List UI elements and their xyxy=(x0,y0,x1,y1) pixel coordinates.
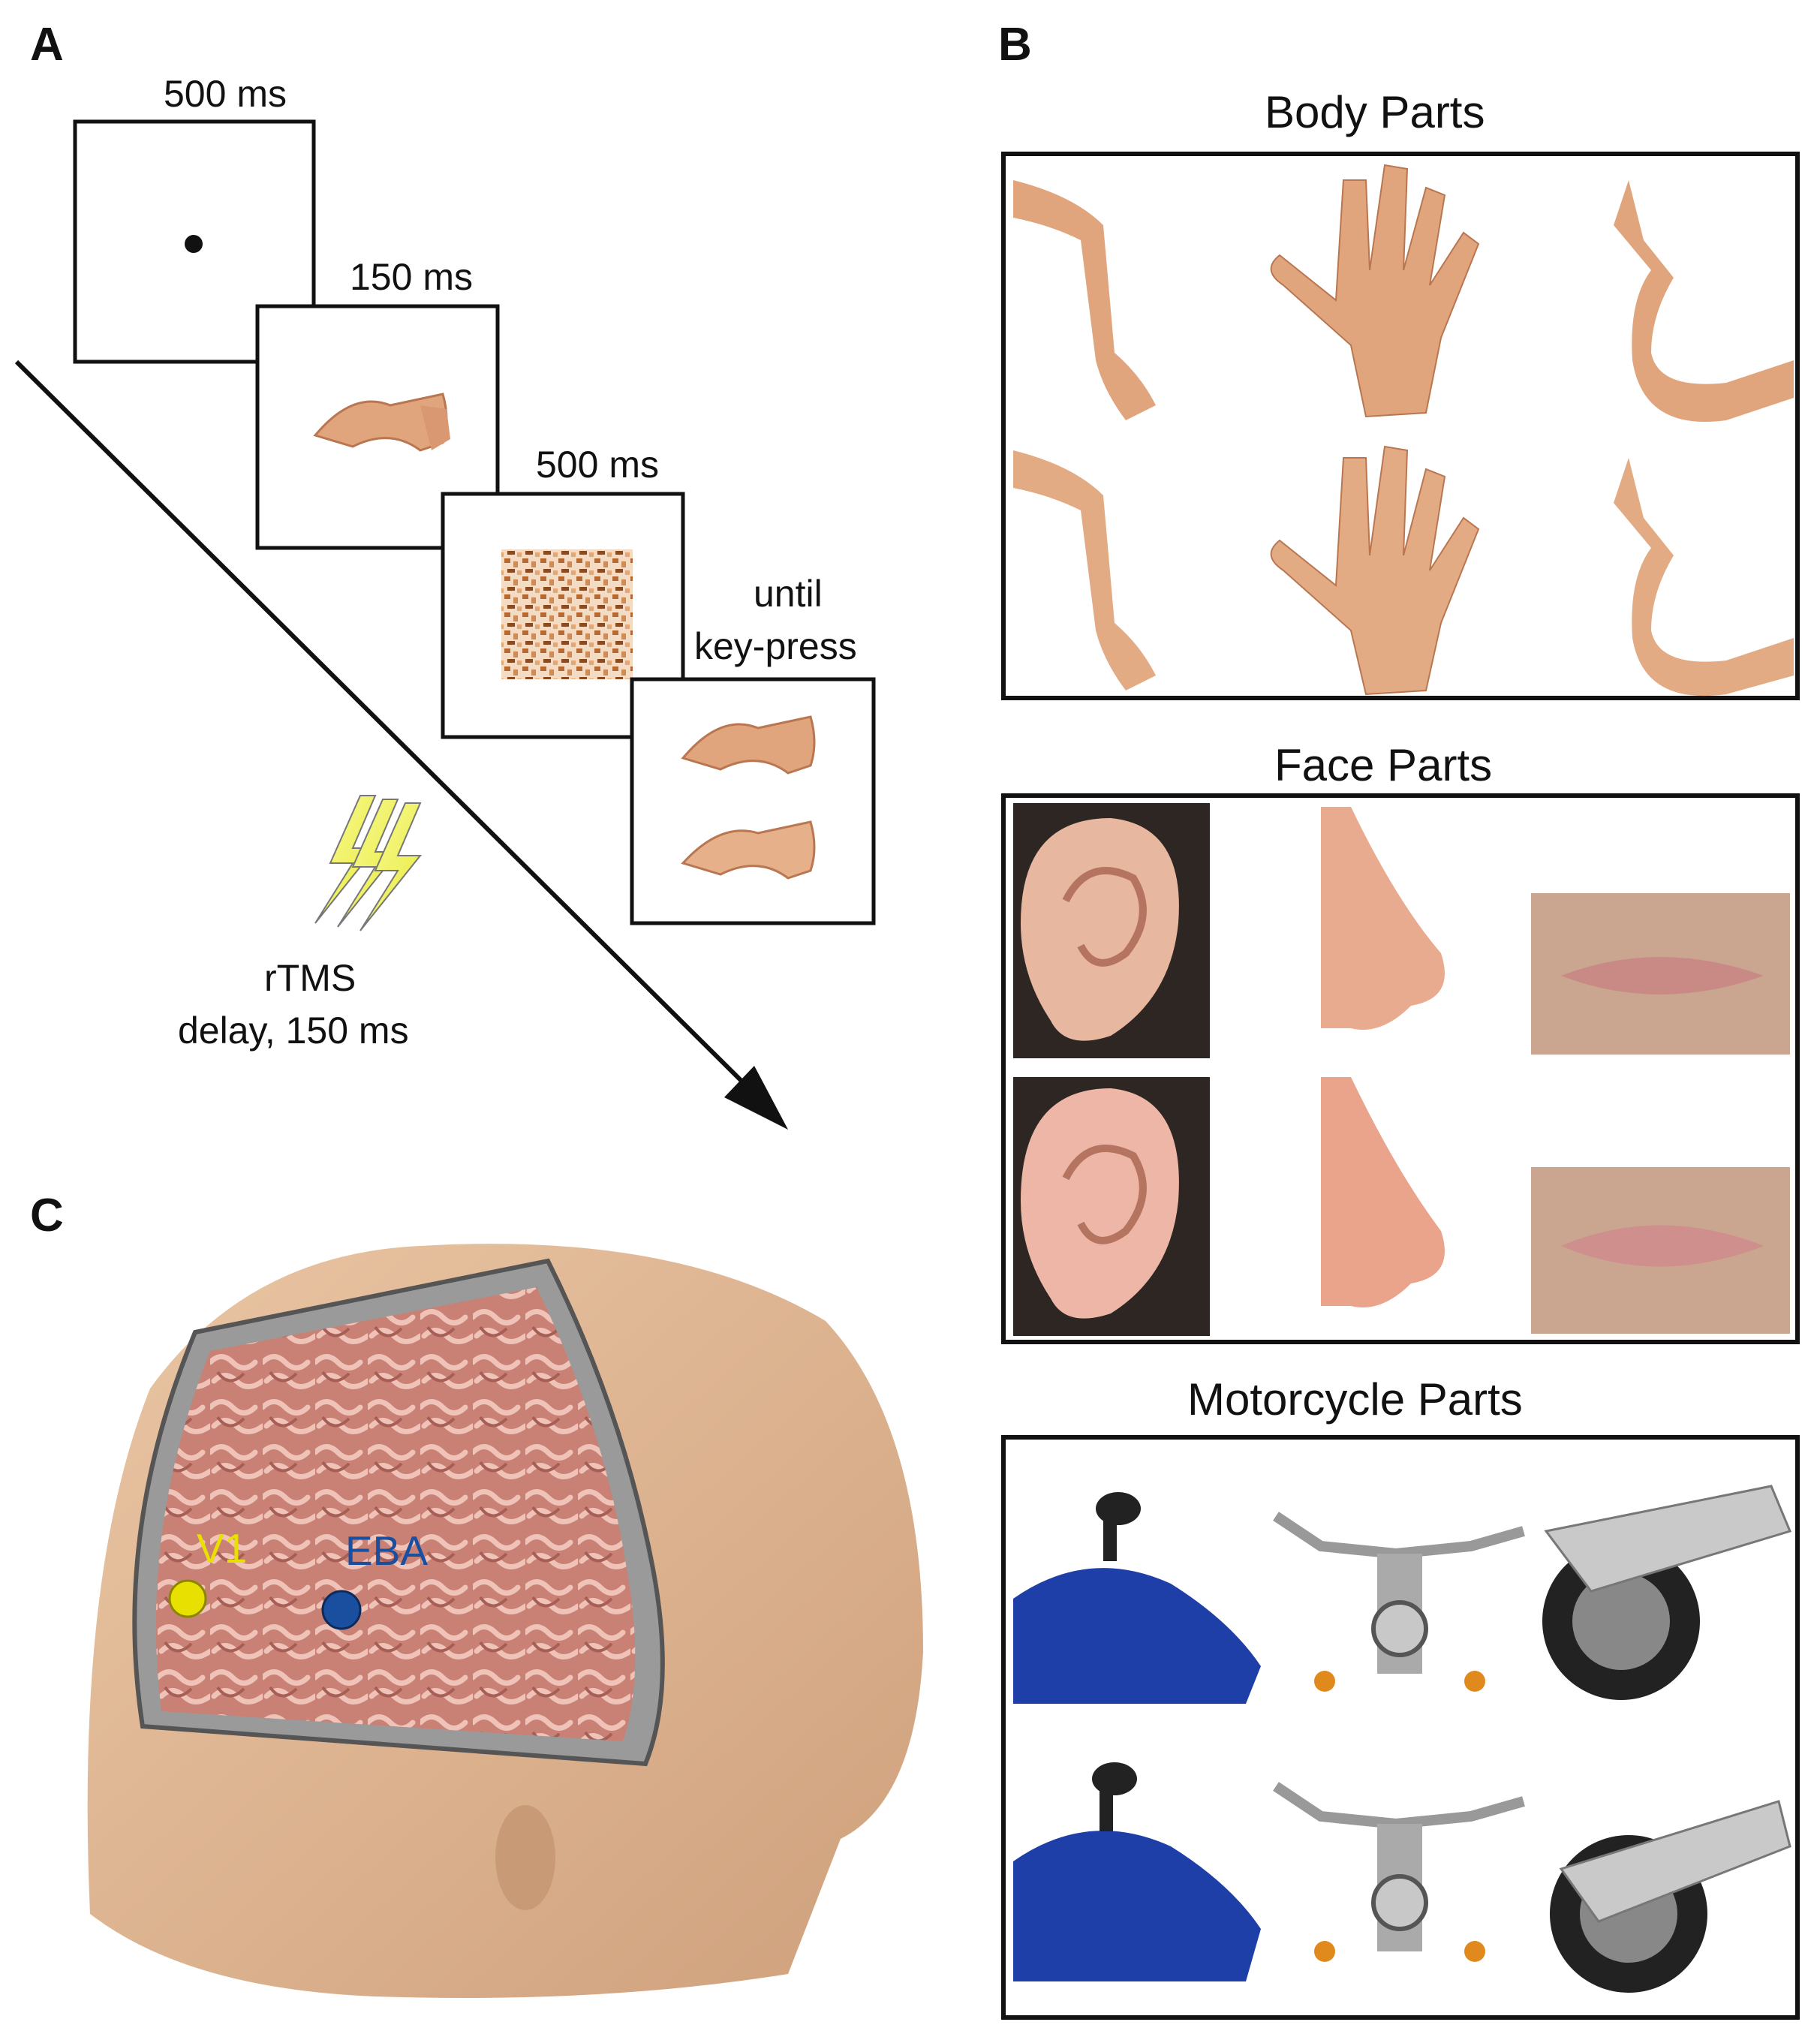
eba-site-marker xyxy=(321,1590,362,1630)
bent-arm-image-top xyxy=(681,715,816,775)
panel-c: C V1 EBA xyxy=(30,1190,924,1998)
panel-c-letter: C xyxy=(30,1190,64,1241)
fixation-dot xyxy=(185,235,203,253)
brain-surface xyxy=(155,1287,636,1741)
body-parts-title: Body Parts xyxy=(1265,87,1485,137)
panel-b-letter: B xyxy=(998,19,1032,71)
ear-shape xyxy=(495,1805,555,1910)
bent-arm-image-bottom xyxy=(681,820,816,880)
panel-a-letter: A xyxy=(30,19,64,71)
frame3-duration: 500 ms xyxy=(536,444,659,486)
face-parts-images xyxy=(1013,803,1790,1336)
bent-arm-image xyxy=(313,393,450,452)
response-frame xyxy=(630,677,876,925)
timeline-arrow-head xyxy=(724,1066,788,1130)
eba-label: EBA xyxy=(345,1527,428,1574)
face-parts-title: Face Parts xyxy=(1274,740,1492,790)
frame1-duration: 500 ms xyxy=(164,73,287,115)
frame4-duration-line2: key-press xyxy=(694,625,857,667)
scrambled-mask-image xyxy=(501,549,633,679)
rtms-delay-label: delay, 150 ms xyxy=(178,1009,409,1052)
panel-b: B Body Parts Face Parts xyxy=(998,19,1800,2020)
lightning-bolt-icon xyxy=(314,795,423,931)
body-parts-images xyxy=(1013,164,1794,697)
frame4-duration-line1: until xyxy=(754,573,823,615)
v1-label: V1 xyxy=(197,1525,247,1572)
motorcycle-parts-title: Motorcycle Parts xyxy=(1187,1374,1523,1425)
rtms-label: rTMS xyxy=(264,957,356,999)
frame2-duration: 150 ms xyxy=(350,256,473,298)
motorcycle-parts-images xyxy=(1013,1485,1792,1993)
timeline-arrow-line xyxy=(14,360,760,1100)
v1-site-marker xyxy=(168,1579,207,1618)
panel-a: A 500 ms 150 ms 500 ms until key-press xyxy=(14,19,876,1130)
